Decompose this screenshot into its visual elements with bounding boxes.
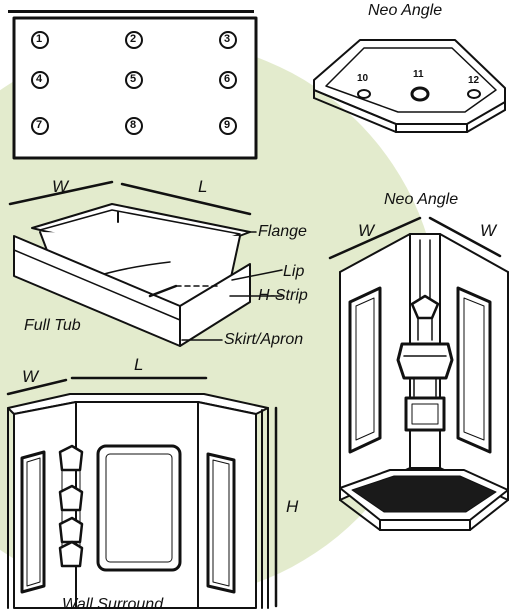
drain-position-circle	[219, 31, 237, 49]
drain-position-number: 9	[224, 119, 231, 131]
neo-angle-shower-title: Neo Angle	[384, 191, 459, 208]
drain-position-number: 3	[224, 33, 231, 45]
drain-number: 12	[468, 75, 480, 86]
surround-width-label: W	[22, 367, 39, 386]
tub-width-label: W	[52, 177, 69, 196]
surround-length-label: L	[134, 355, 144, 374]
drain-number: 10	[357, 73, 369, 84]
width-dimension-line	[8, 180, 114, 206]
shower-right-width-label: W	[480, 221, 497, 240]
tub-length-label: L	[198, 177, 208, 196]
drain-position-number: 4	[36, 73, 43, 85]
drain-position-circle	[125, 71, 143, 89]
neo-angle-base	[313, 39, 506, 133]
lip-label: Lip	[283, 263, 305, 280]
drain-position-circle	[219, 117, 237, 135]
drain-position-number: 8	[130, 119, 137, 131]
drain-grid-panel	[8, 10, 258, 160]
drain-position-number: 6	[224, 73, 231, 85]
drain-position-circle	[125, 31, 143, 49]
wall-surround-label: Wall Surround	[62, 596, 164, 613]
drain-position-circle	[31, 71, 49, 89]
width-dimension-line	[6, 378, 68, 396]
skirt-apron-label: Skirt/Apron	[224, 331, 304, 348]
neo-angle-base-title: Neo Angle	[368, 2, 443, 19]
full-tub	[8, 180, 283, 347]
drain-position-number: 5	[130, 73, 137, 85]
drain-circle	[410, 86, 430, 102]
flange-label: Flange	[258, 223, 307, 240]
drain-circle	[467, 89, 481, 99]
drain-circle	[357, 89, 371, 99]
drain-position-number: 7	[36, 119, 43, 131]
drain-position-circle	[125, 117, 143, 135]
wall-surround	[6, 376, 278, 609]
h-strip-label: H-Strip	[258, 287, 308, 304]
drain-position-circle	[31, 117, 49, 135]
right-width-dimension-line	[428, 216, 502, 258]
drain-position-circle	[31, 31, 49, 49]
drain-position-circle	[219, 71, 237, 89]
neo-angle-shower	[328, 216, 509, 531]
surround-height-label: H	[286, 497, 299, 516]
left-width-dimension-line	[328, 216, 422, 260]
drain-position-number: 1	[36, 33, 43, 45]
full-tub-label: Full Tub	[24, 317, 81, 334]
drain-number: 11	[413, 69, 424, 80]
drain-position-number: 2	[130, 33, 137, 45]
length-dimension-line	[120, 182, 252, 216]
shower-left-width-label: W	[358, 221, 375, 240]
